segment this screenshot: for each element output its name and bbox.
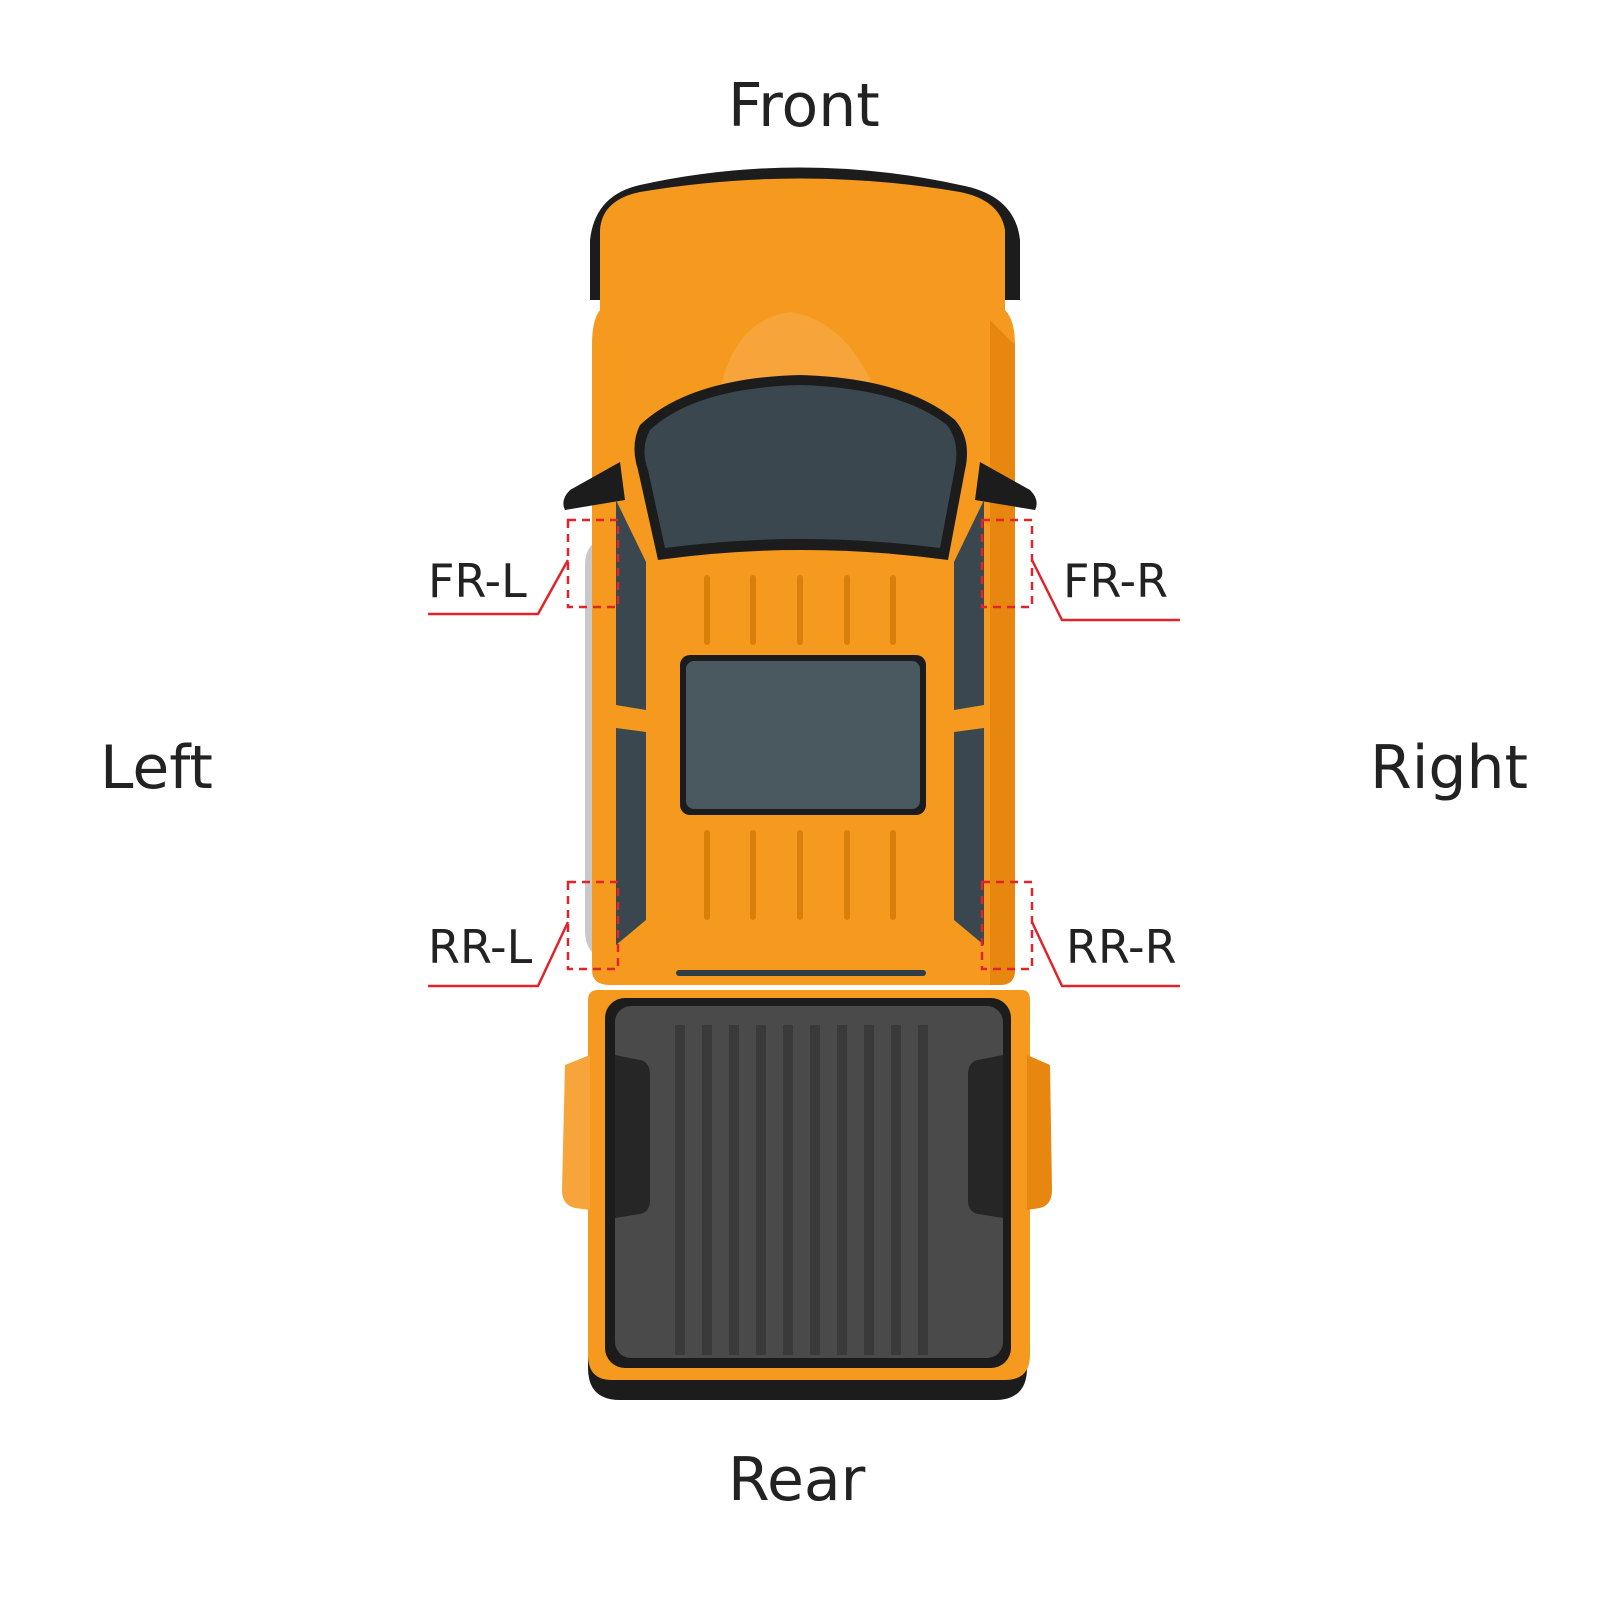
leader-lines	[428, 559, 1180, 988]
bed-wheelwell-right	[968, 1055, 1003, 1218]
label-left: Left	[100, 733, 213, 803]
leader-rr-r	[1030, 921, 1180, 988]
label-right: Right	[1370, 733, 1528, 803]
side-window-front-left	[616, 500, 646, 710]
mirror-left	[563, 462, 625, 510]
marker-box-fr-l	[566, 518, 620, 609]
bed-ribs	[675, 1025, 928, 1355]
roof-ribs	[704, 575, 896, 920]
position-markers	[566, 518, 1034, 971]
marker-box-fr-r	[980, 518, 1034, 609]
marker-box-rr-l	[566, 880, 620, 971]
cab-body	[592, 178, 1015, 985]
leader-rr-l	[428, 921, 570, 988]
side-window-front-right	[954, 500, 984, 710]
bed-flare-right	[1027, 1055, 1052, 1210]
hood-bulge	[720, 312, 875, 390]
label-front: Front	[728, 71, 880, 141]
bed-wheelwell-left	[615, 1055, 650, 1218]
side-window-rear-right	[954, 728, 984, 945]
bed-flare-left	[562, 1055, 590, 1210]
side-window-rear-left	[616, 728, 646, 945]
label-rr-l: RR-L	[428, 920, 533, 974]
label-fr-r: FR-R	[1063, 554, 1169, 608]
label-rear: Rear	[728, 1445, 866, 1515]
marker-box-rr-r	[980, 880, 1034, 971]
label-rr-r: RR-R	[1066, 920, 1177, 974]
leader-fr-l	[428, 559, 570, 616]
mirror-right	[975, 462, 1037, 510]
label-fr-l: FR-L	[428, 554, 527, 608]
leader-fr-r	[1030, 559, 1180, 622]
